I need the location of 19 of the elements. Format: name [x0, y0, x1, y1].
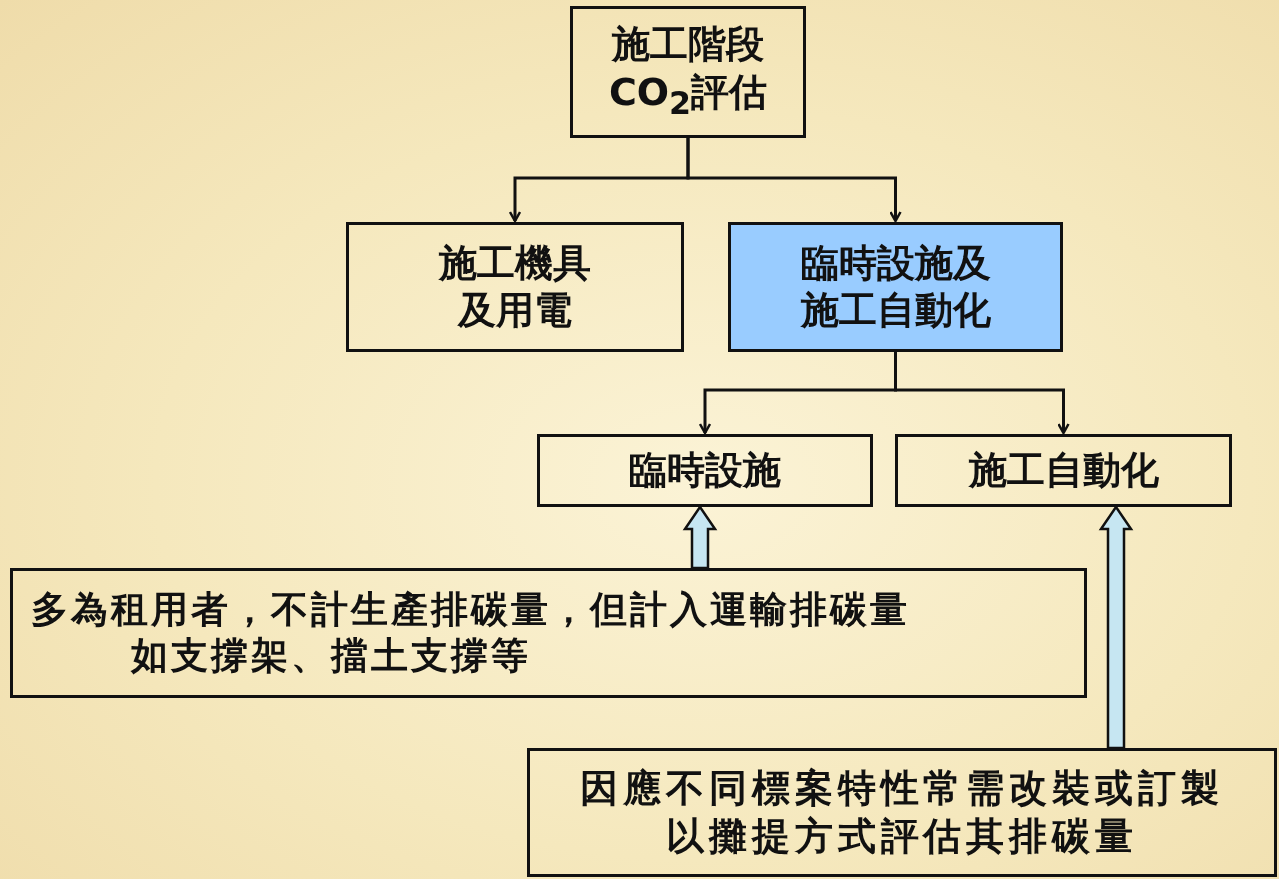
process-box: [570, 6, 806, 138]
process-box: [537, 434, 873, 507]
node-text: 如支撐架、擋土支撐等: [130, 633, 531, 679]
node-text: 施工機具及用電: [437, 239, 592, 334]
connector-arrow: [686, 138, 902, 223]
node-text: 多為租用者，不計生產排碳量，但計入運輸排碳量: [31, 586, 911, 633]
node-text: 臨時設施: [629, 446, 781, 494]
node-text: 因應不同標案特性常需改裝或訂製以攤提方式評估其排碳量: [578, 765, 1226, 860]
connector-arrow: [894, 352, 1070, 435]
process-box: [895, 434, 1232, 507]
node-text: 臨時設施及施工自動化: [799, 239, 992, 334]
node-text: 施工階段CO$_{2}$評估: [607, 21, 769, 123]
process-box: [527, 748, 1277, 877]
node-text: 施工自動化: [968, 446, 1159, 494]
block-arrow: [682, 504, 718, 570]
process-box: [346, 222, 684, 352]
process-box: [728, 222, 1063, 352]
block-arrow: [1098, 504, 1134, 750]
process-box: [10, 568, 1087, 698]
